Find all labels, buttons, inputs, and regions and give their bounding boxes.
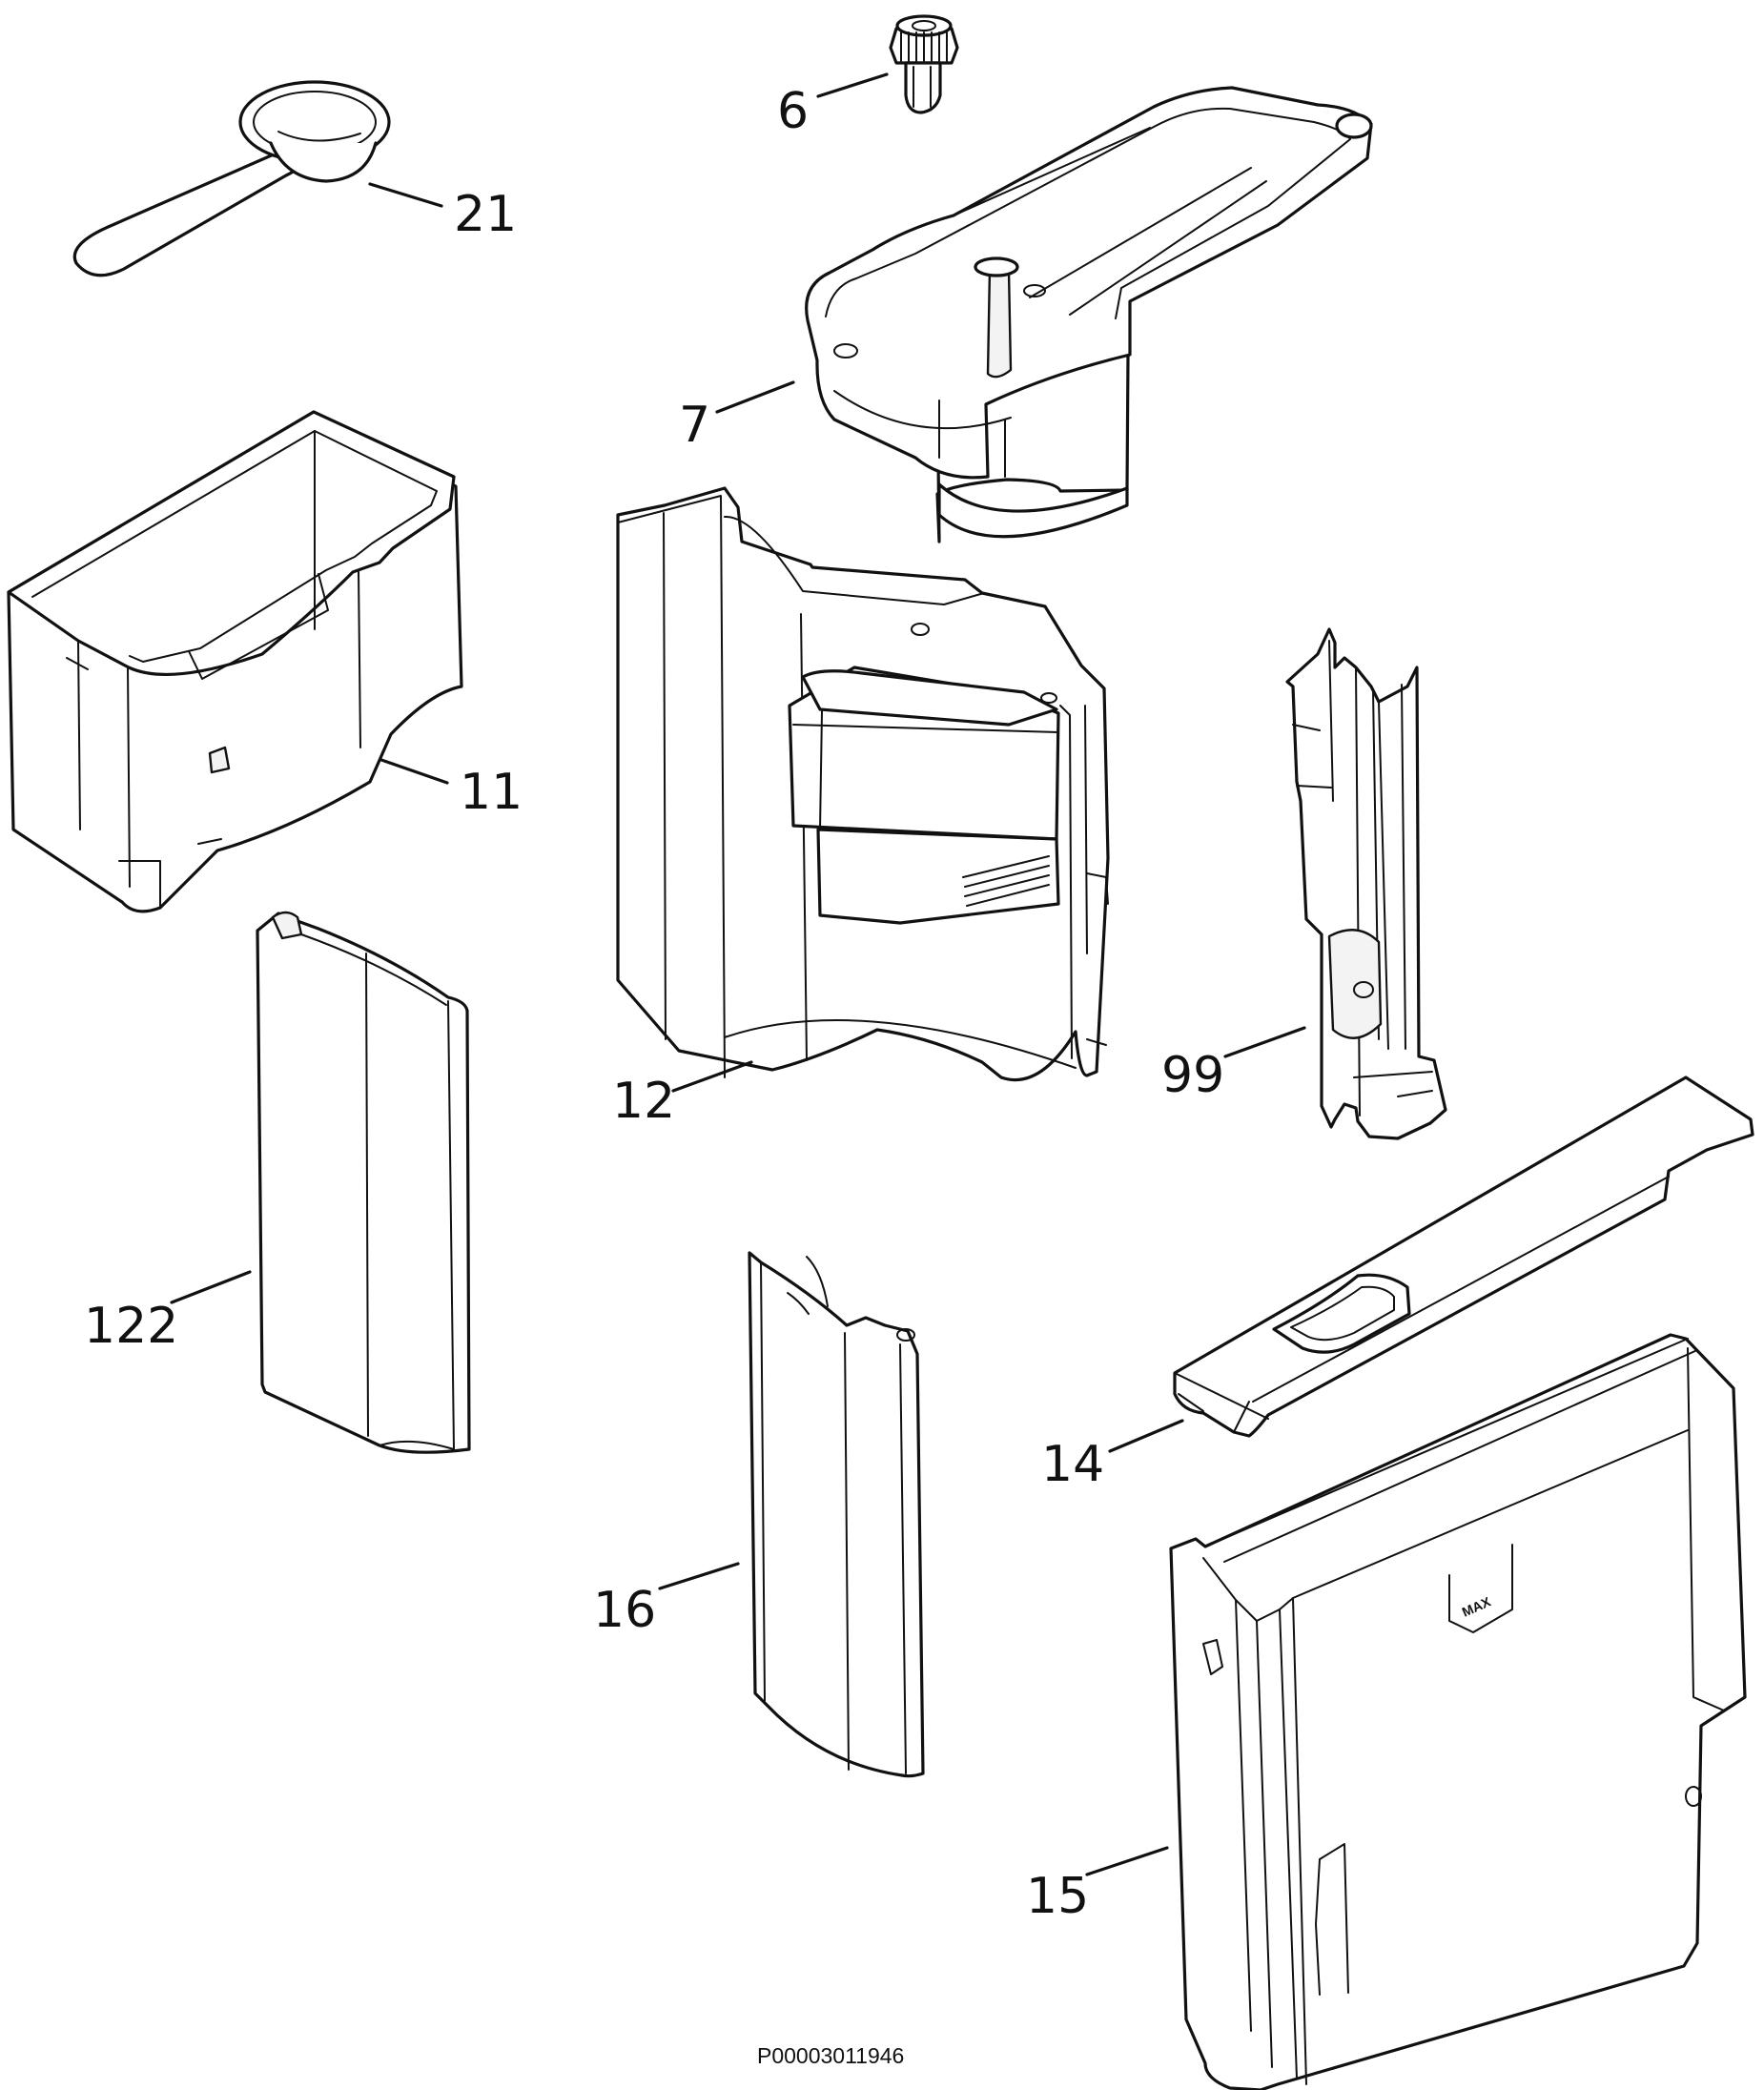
- part-15-water-tank: MAX: [1169, 1333, 1747, 2090]
- callout-7: 7: [679, 397, 710, 454]
- callout-12: 12: [612, 1073, 675, 1130]
- callout-11: 11: [460, 764, 523, 821]
- part-16-door-cover: [748, 1251, 925, 1778]
- callout-14: 14: [1041, 1436, 1104, 1493]
- callout-15: 15: [1026, 1868, 1089, 1925]
- part-122-side-cover: [256, 911, 471, 1454]
- part-14-water-tank-lid: [1173, 1076, 1754, 1438]
- reference-code: P00003011946: [757, 2043, 904, 2068]
- callout-6: 6: [777, 83, 809, 140]
- callout-122: 122: [84, 1298, 178, 1355]
- part-6-adjustment-knob: [889, 14, 959, 114]
- part-21-measuring-spoon: [72, 80, 391, 277]
- part-7-funnel: [805, 86, 1373, 543]
- part-11-bean-hopper: [7, 410, 463, 913]
- callout-21: 21: [454, 186, 517, 243]
- callout-99: 99: [1161, 1047, 1224, 1104]
- part-99-side-rail: [1285, 627, 1447, 1140]
- part-12-front-housing: [616, 486, 1110, 1082]
- callout-16: 16: [593, 1582, 656, 1639]
